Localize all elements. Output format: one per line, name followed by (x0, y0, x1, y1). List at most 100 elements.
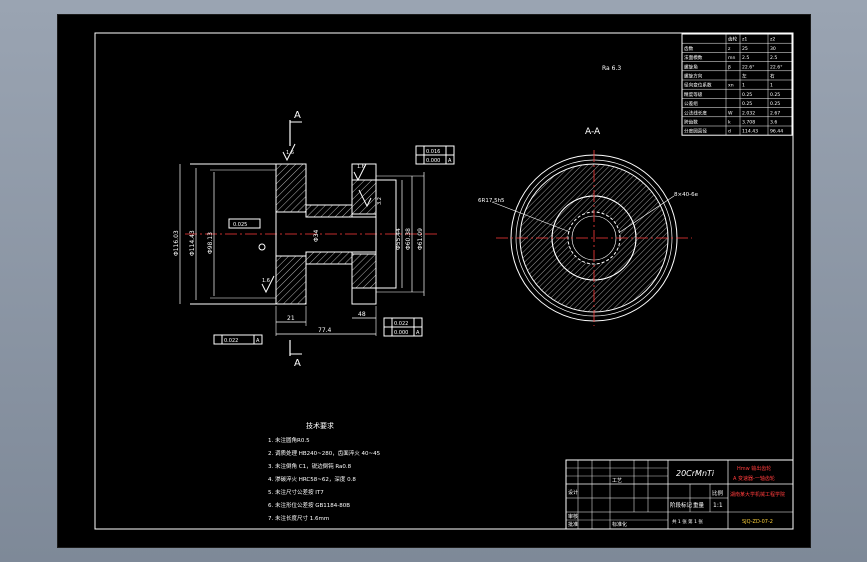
standard-label: 标准化 (612, 521, 627, 528)
process-label: 工艺 (612, 478, 622, 484)
tolerance-frame-bottom-left (213, 334, 263, 345)
params-cell: 25 (742, 46, 748, 52)
tol-bottom-left-datum: A (256, 338, 260, 344)
tol-top-1: 0.016 (426, 149, 440, 155)
params-cell: 螺旋方向 (684, 73, 703, 80)
checker-label: 审核 (568, 513, 578, 520)
tol-bottom-left: 0.022 (224, 338, 238, 344)
roughness-note: Ra 6.3 (602, 65, 621, 72)
dim-hub: Φ34 (313, 229, 320, 242)
params-cell: W (728, 110, 733, 116)
dim-width-total: 77.4 (318, 327, 332, 334)
roughness-2: 1.6 (357, 164, 365, 170)
params-cell: 精度等级 (684, 91, 703, 98)
spline-label-left: 6R17.5h5 (478, 198, 505, 204)
params-cell: 1 (742, 83, 745, 89)
roughness-3: 3.2 (377, 197, 383, 205)
params-cell: 螺旋角 (684, 63, 698, 70)
params-cell: 2.5 (770, 55, 777, 61)
scale-value: 1:1 (713, 502, 723, 509)
params-cell: 0.25 (770, 92, 780, 98)
params-cell: 0.25 (742, 92, 752, 98)
params-cell: z (728, 47, 731, 52)
dim-right-1: Φ55.44 (395, 228, 402, 250)
school-line: 湖南某大学机械工程学院 (730, 491, 785, 498)
dim-right-2: Φ60.38 (405, 228, 412, 250)
params-cell: k (728, 120, 731, 126)
params-cell: 分度圆直径 (684, 128, 707, 135)
dim-left-1: Φ116.03 (173, 230, 180, 256)
tech-req-item: 4. 渗碳淬火 HRC58~62，深度 0.8 (268, 475, 356, 483)
tolerance-frame-top (415, 145, 455, 165)
front-view (179, 120, 440, 356)
part-name-1: Hmw 输出齿轮 (737, 465, 771, 472)
params-cell: 左 (742, 73, 747, 80)
section-mark-top: A (294, 110, 301, 121)
spline-label-right: 8×40-6e (674, 192, 699, 198)
drawing-sheet (57, 14, 811, 548)
tol-bottom-right-datum: A (416, 330, 420, 336)
tol-top-datum: A (448, 158, 452, 164)
section-mark-bottom: A (294, 358, 301, 369)
params-cell: 1 (770, 83, 773, 89)
roughness-4: 1.6 (262, 278, 270, 284)
params-cell: 30 (770, 46, 776, 52)
params-cell: mn (728, 56, 735, 61)
dim-left-2: Φ114.43 (189, 230, 196, 256)
tech-req-item: 2. 调质处理 HB240~280，齿面淬火 40~45 (268, 449, 381, 457)
params-cell: 22.6° (770, 64, 783, 70)
params-cell: 114.43 (742, 129, 758, 135)
dim-width-1: 21 (287, 315, 295, 322)
params-cell: 2.032 (742, 110, 755, 116)
params-cell: xn (728, 84, 734, 89)
params-cell: 2.5 (742, 55, 749, 61)
approve-label: 批准 (568, 521, 578, 528)
params-cell: z2 (770, 37, 775, 43)
params-cell: 3.708 (742, 120, 755, 126)
dim-right-3: Φ61.09 (417, 228, 424, 250)
tech-req-title: 技术要求 (306, 421, 334, 430)
tech-req-item: 6. 未注形位公差按 GB1184-80B (268, 501, 350, 509)
tol-bottom-right-1: 0.022 (394, 321, 408, 327)
roughness-1: 1.6 (286, 150, 294, 156)
params-cell: 径向变位系数 (684, 82, 712, 89)
params-cell: 公法线长度 (684, 109, 707, 116)
tech-req-item: 1. 未注圆角R0.5 (268, 436, 310, 444)
tol-top-2: 0.000 (426, 158, 440, 164)
params-cell: 0.25 (742, 101, 752, 107)
inner-border (94, 32, 794, 530)
params-cell: 齿轮 (728, 36, 738, 43)
params-cell: 跨齿数 (684, 119, 698, 126)
params-cell: 22.6° (742, 64, 755, 70)
stage-label: 阶段标记 (670, 501, 693, 509)
tech-req-item: 3. 未注倒角 C1，锐边倒钝 Ra0.8 (268, 462, 352, 470)
material: 20CrMnTi (676, 469, 715, 478)
params-cell: 96.44 (770, 129, 783, 135)
section-view (491, 150, 692, 326)
params-cell: 右 (770, 73, 775, 80)
tech-req-item: 5. 未注尺寸公差按 IT7 (268, 488, 324, 496)
designer-label: 设计 (568, 489, 578, 496)
tolerance-frame-left (228, 218, 261, 229)
params-cell: 齿数 (684, 45, 694, 52)
params-cell: β (728, 64, 731, 70)
dim-width-2: 48 (358, 311, 366, 318)
tech-req-list: 1. 未注圆角R0.5 2. 调质处理 HB240~280，齿面淬火 40~45… (268, 436, 381, 522)
params-cell: 2.67 (770, 110, 780, 116)
section-view-title: A-A (585, 127, 601, 137)
weight-label: 重量 (693, 501, 705, 509)
tech-req-item: 7. 未注长度尺寸 1.6mm (268, 514, 329, 522)
params-cell: 0.25 (770, 101, 780, 107)
tol-bottom-right-2: 0.000 (394, 330, 408, 336)
params-cell: 3.6 (770, 120, 777, 126)
scale-label: 比例 (712, 489, 724, 497)
sheet-info: 共 1 张 第 1 张 (672, 518, 703, 525)
params-cell: d (728, 129, 731, 135)
title-block (565, 459, 794, 530)
dim-left-3: Φ98.13 (207, 232, 214, 254)
params-cell: 公差组 (684, 100, 698, 107)
part-name-2: A 变速器-一轴齿轮 (733, 475, 775, 482)
params-cell: z1 (742, 37, 747, 43)
